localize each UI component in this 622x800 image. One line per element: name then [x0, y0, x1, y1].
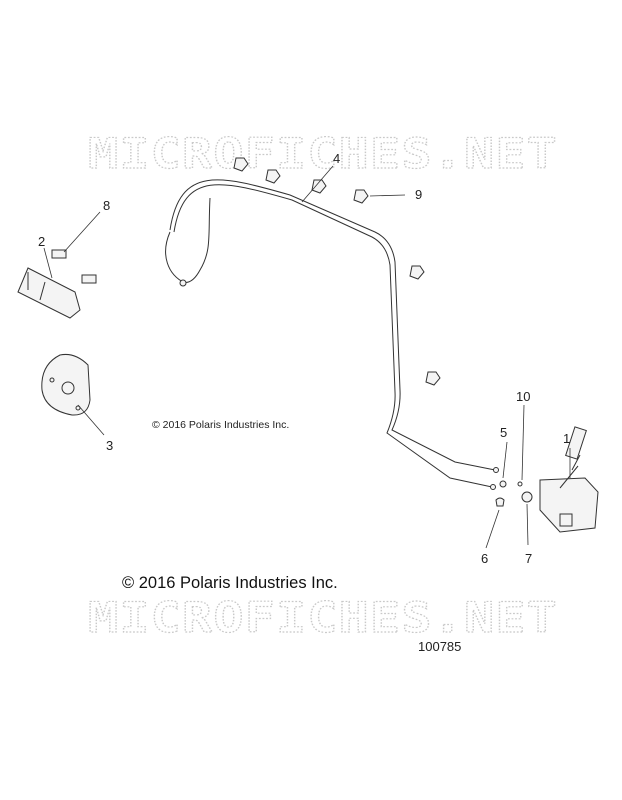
figure-number: 100785 [418, 639, 461, 654]
callout-1: 1 [563, 431, 570, 446]
watermark-top: MICROFICHES.NET [88, 129, 558, 178]
leader-lines [43, 165, 571, 549]
part-10-pin [517, 481, 523, 487]
callout-5: 5 [500, 425, 507, 440]
callout-10: 10 [516, 389, 530, 404]
callout-4: 4 [333, 151, 340, 166]
callout-2: 2 [38, 234, 45, 249]
cable-clips [233, 157, 441, 386]
callout-7: 7 [525, 551, 532, 566]
bolts [51, 249, 97, 284]
shift-cable-assembly [165, 179, 499, 490]
mounting-bracket [17, 267, 81, 319]
callout-9: 9 [415, 187, 422, 202]
shift-lever-assembly [539, 426, 599, 533]
copyright-notice-large: © 2016 Polaris Industries Inc. [122, 574, 338, 592]
callout-3: 3 [106, 438, 113, 453]
part-5-retainer [499, 480, 507, 488]
part-7-washer [521, 491, 533, 503]
callout-8: 8 [103, 198, 110, 213]
watermark-bottom: MICROFICHES.NET [88, 593, 558, 642]
selector-plate [41, 354, 91, 416]
copyright-notice-small: © 2016 Polaris Industries Inc. [152, 419, 289, 431]
small-hardware [495, 480, 533, 507]
part-6-clip [495, 497, 505, 507]
callout-6: 6 [481, 551, 488, 566]
